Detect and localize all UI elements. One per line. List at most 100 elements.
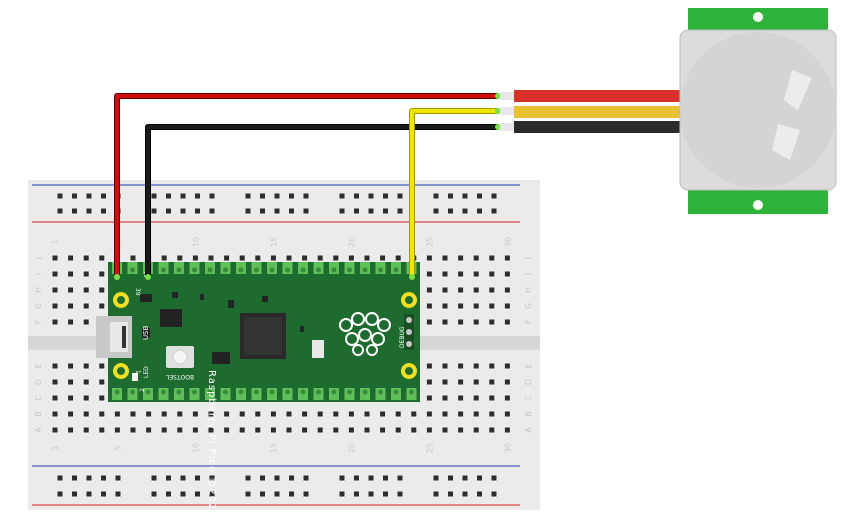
breadboard-hole xyxy=(504,287,510,293)
pico-pin-hole xyxy=(192,267,197,273)
rail-hole xyxy=(339,193,345,199)
breadboard-hole xyxy=(426,271,432,277)
rail-hole xyxy=(86,208,92,214)
rail-hole xyxy=(151,475,157,481)
mounting-holes xyxy=(113,292,417,379)
rail-hole xyxy=(209,475,215,481)
pico-pin-hole xyxy=(409,389,414,395)
breadboard-hole xyxy=(208,255,214,261)
breadboard-hole xyxy=(130,255,136,261)
row-letter-right: J xyxy=(524,257,533,260)
breadboard-hole xyxy=(224,255,230,261)
rail-hole xyxy=(433,491,439,497)
breadboard-hole xyxy=(380,255,386,261)
pico-pin-hole xyxy=(130,267,135,273)
wire-yellow xyxy=(410,109,498,275)
rail-hole xyxy=(57,475,63,481)
row-letter-right: G xyxy=(524,303,533,309)
breadboard-hole xyxy=(286,411,292,417)
rail-hole xyxy=(151,193,157,199)
column-number-bottom: 1 xyxy=(51,445,60,450)
breadboard-hole xyxy=(364,427,370,433)
rail-hole xyxy=(180,491,186,497)
breadboard-hole xyxy=(83,303,89,309)
breadboard-hole xyxy=(458,255,464,261)
rail-hole xyxy=(491,491,497,497)
rail-hole xyxy=(289,208,294,214)
breadboard-hole xyxy=(130,411,136,417)
breadboard-hole xyxy=(458,379,464,385)
rail-hole xyxy=(166,193,171,199)
pico-pin-hole xyxy=(331,267,337,273)
breadboard-hole xyxy=(426,287,432,293)
rail-hole xyxy=(101,491,106,497)
rail-hole xyxy=(354,475,359,481)
rail-hole xyxy=(245,491,251,497)
pico-pin-hole xyxy=(378,389,383,395)
column-number-top: 25 xyxy=(425,237,434,247)
rail-hole xyxy=(101,475,106,481)
rail-hole xyxy=(462,475,468,481)
breadboard-hole xyxy=(504,411,510,417)
breadboard-hole xyxy=(224,427,230,433)
led-label: LED xyxy=(143,366,150,378)
rail-hole xyxy=(448,475,453,481)
breadboard-hole xyxy=(52,411,58,417)
breadboard-hole xyxy=(83,427,89,433)
pir-lead-black xyxy=(514,121,686,133)
rail-hole xyxy=(491,208,497,214)
pico-pin-hole xyxy=(378,267,383,273)
column-number-top: 30 xyxy=(503,237,512,247)
breadboard-hole xyxy=(489,287,495,293)
rail-hole xyxy=(245,475,251,481)
breadboard-hole xyxy=(473,255,479,261)
breadboard-hole xyxy=(161,255,167,261)
breadboard-hole xyxy=(458,427,464,433)
raspberry-logo-icon xyxy=(339,312,391,356)
pico-pin-hole xyxy=(347,389,352,395)
breadboard-hole xyxy=(224,411,230,417)
breadboard-hole xyxy=(504,255,510,261)
pico-pin-hole xyxy=(331,389,337,395)
pico-pin-hole xyxy=(223,389,228,395)
pin-1-label: 1 xyxy=(134,370,141,374)
breadboard-hole xyxy=(286,427,292,433)
breadboard-hole xyxy=(83,379,89,385)
breadboard-hole xyxy=(68,427,74,433)
breadboard-hole xyxy=(489,411,495,417)
breadboard-hole xyxy=(99,395,105,401)
breadboard-hole xyxy=(426,411,432,417)
breadboard-hole xyxy=(380,427,386,433)
breadboard-hole xyxy=(52,427,58,433)
rail-hole xyxy=(209,491,215,497)
breadboard-hole xyxy=(458,395,464,401)
rail-hole xyxy=(354,193,359,199)
breadboard-hole xyxy=(442,427,448,433)
row-letter-right: E xyxy=(524,363,533,368)
breadboard-hole xyxy=(458,411,464,417)
rail-hole xyxy=(274,193,280,199)
breadboard-hole xyxy=(302,255,308,261)
rail-hole xyxy=(209,208,215,214)
breadboard-hole xyxy=(458,287,464,293)
breadboard-hole xyxy=(114,411,120,417)
breadboard-hole xyxy=(239,411,245,417)
breadboard-hole xyxy=(473,319,479,325)
rail-hole xyxy=(260,491,265,497)
breadboard-hole xyxy=(411,411,417,417)
column-number-bottom: 10 xyxy=(191,443,200,453)
breadboard-hole xyxy=(395,255,401,261)
rail-hole xyxy=(448,193,453,199)
breadboard-hole xyxy=(504,379,510,385)
breadboard-hole xyxy=(473,303,479,309)
pico-pin-hole xyxy=(238,267,244,273)
rail-hole xyxy=(289,491,294,497)
rail-hole xyxy=(57,208,63,214)
row-letter-left: A xyxy=(34,427,43,433)
breadboard-hole xyxy=(83,319,89,325)
rail-hole xyxy=(477,475,482,481)
row-letter-left: D xyxy=(34,379,43,385)
breadboard-hole xyxy=(161,411,167,417)
breadboard-hole xyxy=(146,411,152,417)
rail-hole xyxy=(86,193,92,199)
